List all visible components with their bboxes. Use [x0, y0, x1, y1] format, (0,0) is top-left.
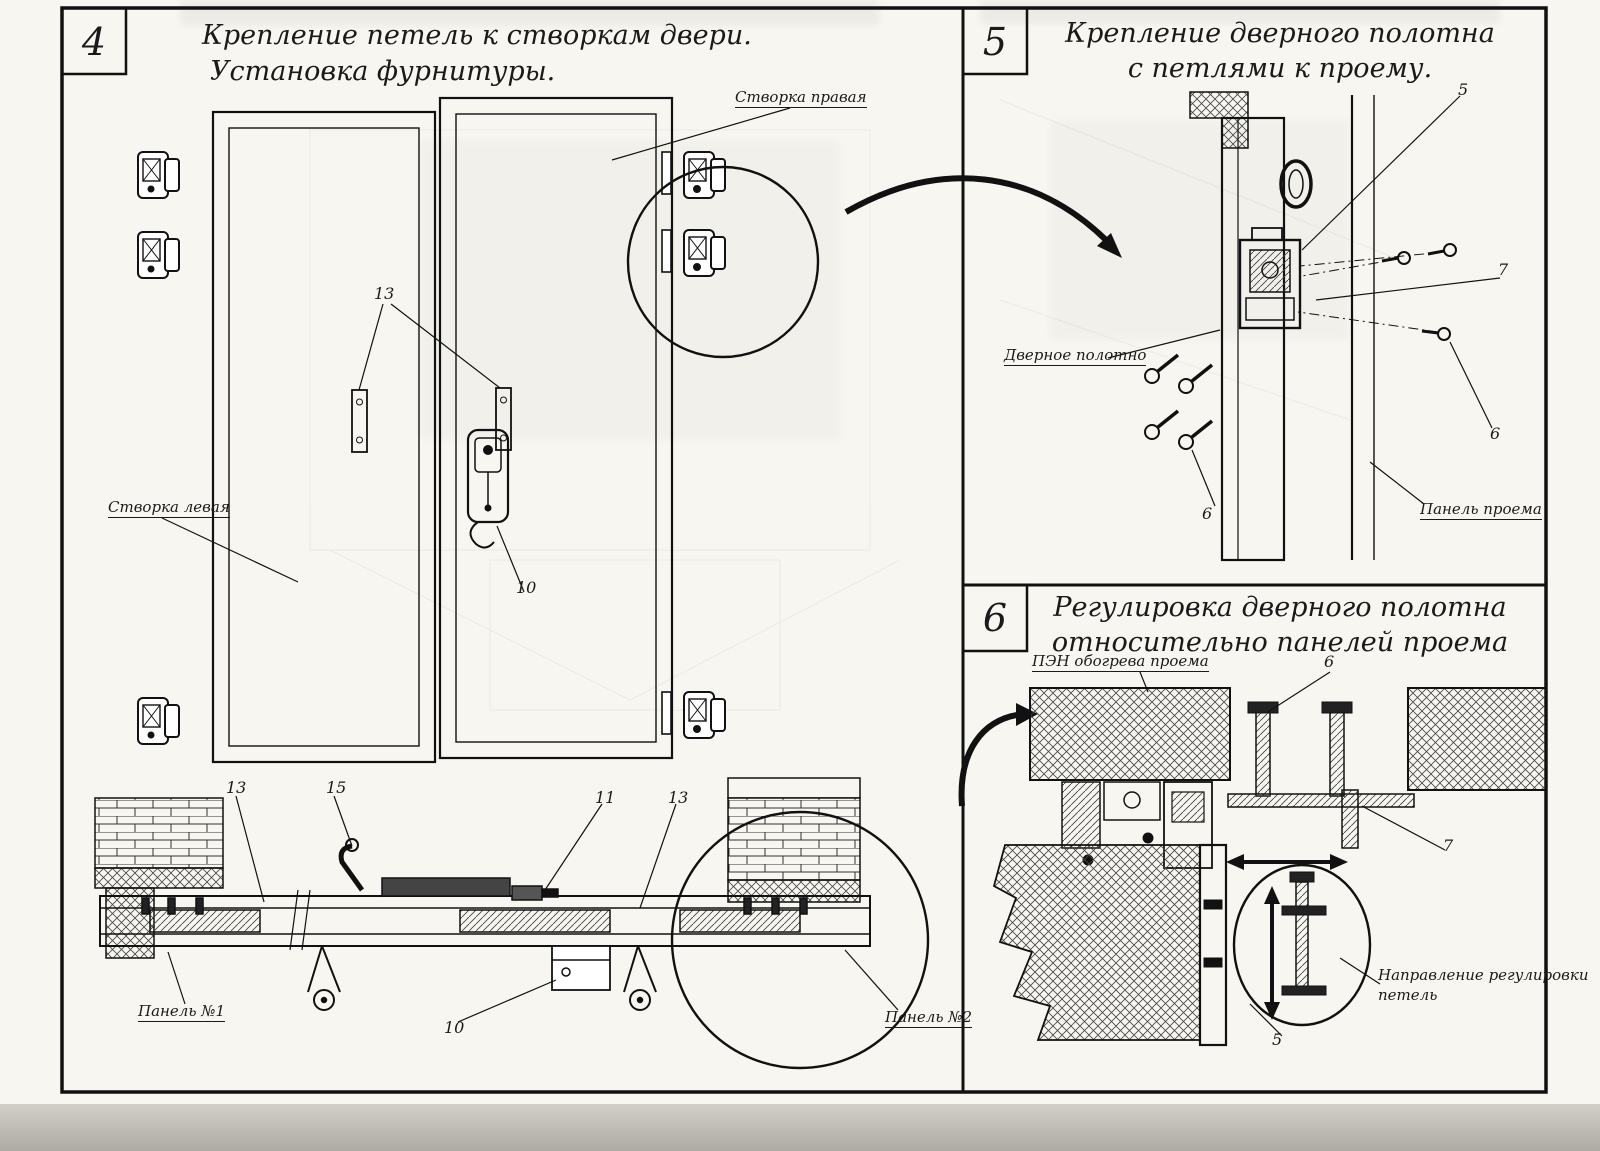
- hinge-plates: [351, 387, 512, 453]
- screw-icons-cluster: [1144, 353, 1214, 450]
- label-heater-text: ПЭН обогрева проема: [1032, 652, 1209, 672]
- detail-arrow-to-panel5: [844, 175, 1122, 258]
- callout-10-closer: 10: [444, 1018, 465, 1037]
- callout-15-lever: 15: [326, 778, 347, 797]
- callout-5-hinge: 5: [1458, 80, 1469, 99]
- bolt-in-detail: [1281, 871, 1327, 996]
- panel5-drawing: [1107, 91, 1501, 562]
- cross-section-drawing: [94, 777, 930, 1070]
- label-left-leaf-text: Створка левая: [108, 498, 230, 518]
- label-right-leaf: Створка правая: [735, 88, 867, 108]
- callout-13-section-left: 13: [226, 778, 247, 797]
- label-heater: ПЭН обогрева проема: [1032, 652, 1209, 672]
- detail-ellipse: [1232, 863, 1372, 1027]
- callout-7-plate: 7: [1443, 836, 1454, 855]
- label-panel1-text: Панель №1: [138, 1002, 226, 1022]
- leader-lines-panel6: [1139, 671, 1446, 1037]
- callout-13-hinge-plates: 13: [374, 284, 395, 303]
- label-door-leaf: Дверное полотно: [1004, 346, 1147, 366]
- label-panel2: Панель №2: [885, 1008, 973, 1028]
- panel5-number: 5: [982, 20, 1008, 64]
- bleed-through-smudge: [180, 0, 880, 26]
- callout-6-bolt: 6: [1324, 652, 1335, 671]
- label-panel1: Панель №1: [138, 1002, 226, 1022]
- panel6-title-line1: Регулировка дверного полотна: [1053, 592, 1507, 623]
- label-left-leaf: Створка левая: [108, 498, 230, 518]
- door-edge-strip: [1198, 843, 1228, 1047]
- ghost-underlay-drawing: [309, 99, 1401, 711]
- callout-11-latch: 11: [595, 788, 616, 807]
- callout-13-section-right: 13: [668, 788, 689, 807]
- panel4-title-line2: Установка фурнитуры.: [210, 56, 556, 87]
- label-adjust-direction-line2: петель: [1378, 986, 1438, 1004]
- bleed-through-smudge: [980, 0, 1500, 24]
- hinge-hardware-cluster: [1061, 781, 1213, 869]
- callout-7-hinge: 7: [1498, 260, 1509, 279]
- callout-5-plate: 5: [1272, 1030, 1283, 1049]
- label-opening-panel: Панель проема: [1420, 500, 1542, 520]
- screw-icons-right: [1381, 243, 1457, 341]
- leader-lines-panel4-top: [161, 107, 791, 593]
- callout-6-screw-cluster: 6: [1202, 504, 1213, 523]
- panel6-number: 6: [982, 596, 1008, 640]
- panel5-title-line2: с петлями к проему.: [1127, 53, 1433, 84]
- panel6-drawing: [958, 671, 1547, 1047]
- label-right-leaf-text: Створка правая: [735, 88, 867, 108]
- callout-6-screw-right: 6: [1490, 424, 1501, 443]
- wall-section-block: [992, 844, 1201, 1041]
- mounted-hinge-icons: [661, 151, 726, 739]
- loose-hinge-icons: [137, 151, 180, 745]
- bleed-through-smudge: [420, 140, 840, 440]
- handle-hole: [1279, 159, 1313, 209]
- adjustment-direction-arrows: [1226, 854, 1348, 1020]
- label-panel2-text: Панель №2: [885, 1008, 973, 1028]
- panel6-title-line2: относительно панелей проема: [1051, 627, 1509, 658]
- label-opening-panel-text: Панель проема: [1420, 500, 1542, 520]
- scan-edge: [0, 1104, 1600, 1151]
- heater-block: [1029, 687, 1231, 781]
- screw-centerlines: [1297, 251, 1445, 333]
- leader-lines-panel5: [1107, 95, 1501, 507]
- panel4-title-line1: Крепление петель к створкам двери.: [202, 20, 752, 51]
- panel4-number: 4: [81, 20, 107, 64]
- panel5-title: Крепление дверного полотна с петлями к п…: [1060, 16, 1500, 86]
- panel5-title-line1: Крепление дверного полотна: [1065, 18, 1495, 49]
- door-handle-hardware: [466, 428, 510, 549]
- detail-circle-section: [670, 810, 930, 1070]
- label-adjust-direction-line1: Направление регулировки: [1378, 966, 1589, 984]
- adjustment-bolts: [1227, 701, 1415, 808]
- detail-arrow-to-panel6: [958, 703, 1038, 807]
- door-leaves-drawing: [211, 96, 674, 764]
- detail-circle-hinges: [626, 165, 820, 359]
- panel6-title: Регулировка дверного полотна относительн…: [1045, 590, 1515, 660]
- label-door-leaf-text: Дверное полотно: [1004, 346, 1147, 366]
- sheet-frame: [60, 6, 1548, 1094]
- hinge-assembly: [1238, 227, 1302, 330]
- callout-10-handle: 10: [516, 578, 537, 597]
